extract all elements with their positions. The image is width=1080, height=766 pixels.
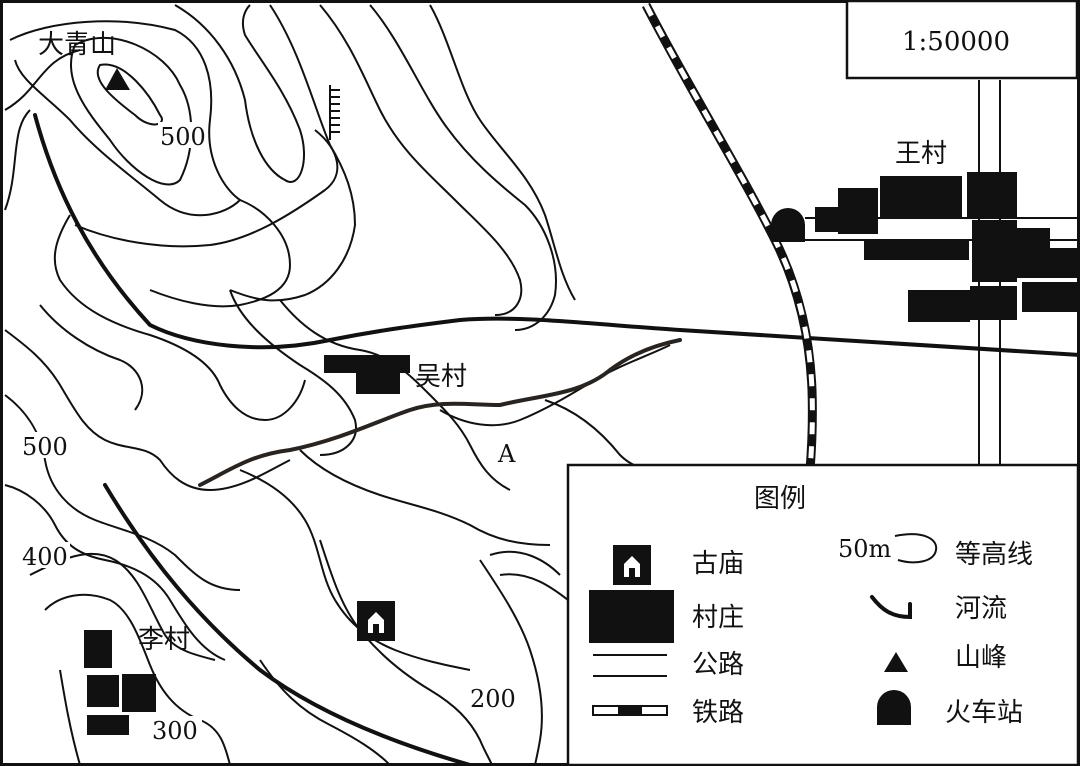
- legend-temple-label: 古庙: [692, 549, 744, 579]
- contour-line: [229, 289, 357, 456]
- contour-line: [489, 550, 569, 601]
- legend-temple-icon: [613, 545, 651, 585]
- contour-line: [319, 4, 523, 316]
- legend-station-icon: [877, 690, 911, 725]
- train-station-icon: [771, 208, 805, 242]
- legend-title: 图例: [754, 484, 806, 514]
- contour-line: [4, 109, 339, 248]
- hachure-marks: [329, 85, 340, 140]
- contour-value-labels: 500 500 400 300 200: [20, 122, 518, 745]
- contour-line: [429, 4, 576, 301]
- contour-line: [44, 593, 231, 766]
- label-point-a: A: [497, 440, 516, 468]
- contour-label-200: 200: [470, 685, 516, 713]
- contour-line: [53, 214, 306, 422]
- roads: [198, 338, 682, 487]
- legend-river-icon: [870, 595, 912, 620]
- wucun-village-icon: [324, 355, 410, 394]
- label-daqingshan: 大青山: [38, 30, 116, 60]
- legend-contour-icon: [894, 533, 938, 564]
- legend-contour-sample: 50m: [838, 535, 892, 563]
- legend-road-icon: [593, 654, 667, 677]
- legend-contour-label: 等高线: [955, 540, 1033, 570]
- label-licun: 李村: [138, 625, 190, 655]
- licun-village-icon: [84, 630, 156, 735]
- contour-line: [9, 20, 242, 217]
- contour-line: [229, 4, 357, 302]
- scale-box: [845, 0, 1079, 80]
- contour-line: [4, 329, 291, 492]
- contour-line: [39, 199, 292, 411]
- label-wangcun: 王村: [895, 139, 947, 169]
- label-wucun: 吴村: [415, 362, 467, 392]
- contour-line: [4, 484, 226, 661]
- contour-line: [439, 344, 671, 427]
- contour-line: [239, 469, 471, 671]
- legend-peak-label: 山峰: [955, 643, 1007, 673]
- contour-line: [69, 36, 193, 186]
- road-west-wucun: [198, 338, 682, 487]
- river-north: [33, 113, 1080, 357]
- contour-line: [29, 552, 216, 661]
- contour-label-400: 400: [22, 543, 68, 571]
- contour-line: [369, 4, 557, 331]
- contour-line: [4, 4, 306, 183]
- legend-railway-icon: [592, 705, 668, 716]
- legend-road-label: 公路: [692, 650, 744, 680]
- legend-railway-label: 铁路: [692, 698, 744, 728]
- contour-label-500-top: 500: [160, 123, 206, 151]
- legend-station-label: 火车站: [945, 698, 1023, 728]
- contour-line: [479, 559, 543, 766]
- river-south: [103, 483, 472, 766]
- legend-river-label: 河流: [955, 594, 1007, 624]
- scale-text: 1:50000: [902, 27, 1010, 57]
- peak-icon: [105, 68, 130, 90]
- legend-village-label: 村庄: [692, 603, 744, 633]
- legend-village-icon: [589, 590, 674, 643]
- legend: 图例 古庙 村庄 公路 铁路 50m 等高线 河流 山峰: [566, 463, 1080, 766]
- temple-icon: [357, 601, 395, 641]
- legend-peak-icon: [884, 652, 908, 672]
- railway: [642, 2, 817, 471]
- contour-line: [319, 539, 493, 766]
- contour-label-300: 300: [152, 717, 198, 745]
- contour-label-500-left: 500: [22, 433, 68, 461]
- wangcun-village-icon: [815, 172, 1080, 322]
- rivers: [33, 113, 1080, 766]
- contour-line: [299, 449, 551, 546]
- contour-line: [59, 669, 81, 766]
